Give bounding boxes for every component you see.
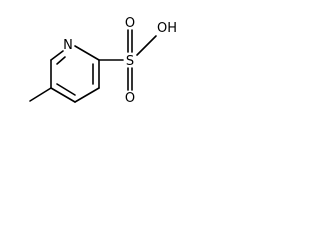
oxygen-top-label: O: [125, 16, 135, 31]
sulfur-label-bg: [124, 52, 136, 68]
nitrogen-label: N: [63, 38, 73, 53]
s-oh-bond: [136, 35, 157, 56]
methyl-bond: [29, 87, 52, 102]
hydroxyl-label: OH: [157, 21, 177, 36]
ring-bond-c6-n: [50, 50, 64, 61]
sulfur-label: S: [126, 54, 134, 69]
ring-bond-c3-c4: [74, 87, 100, 103]
oxygen-bottom-label: O: [125, 91, 135, 106]
ring-bond-n-c2: [74, 45, 100, 61]
ring-bond-c4-c5-inner: [56, 83, 76, 96]
chemical-structure: N S O O OH: [29, 16, 177, 106]
ring-bond-c4-c5: [50, 87, 76, 103]
ring-bond-c6-n-inner: [56, 56, 66, 65]
nitrogen-label-bg: [61, 36, 75, 52]
